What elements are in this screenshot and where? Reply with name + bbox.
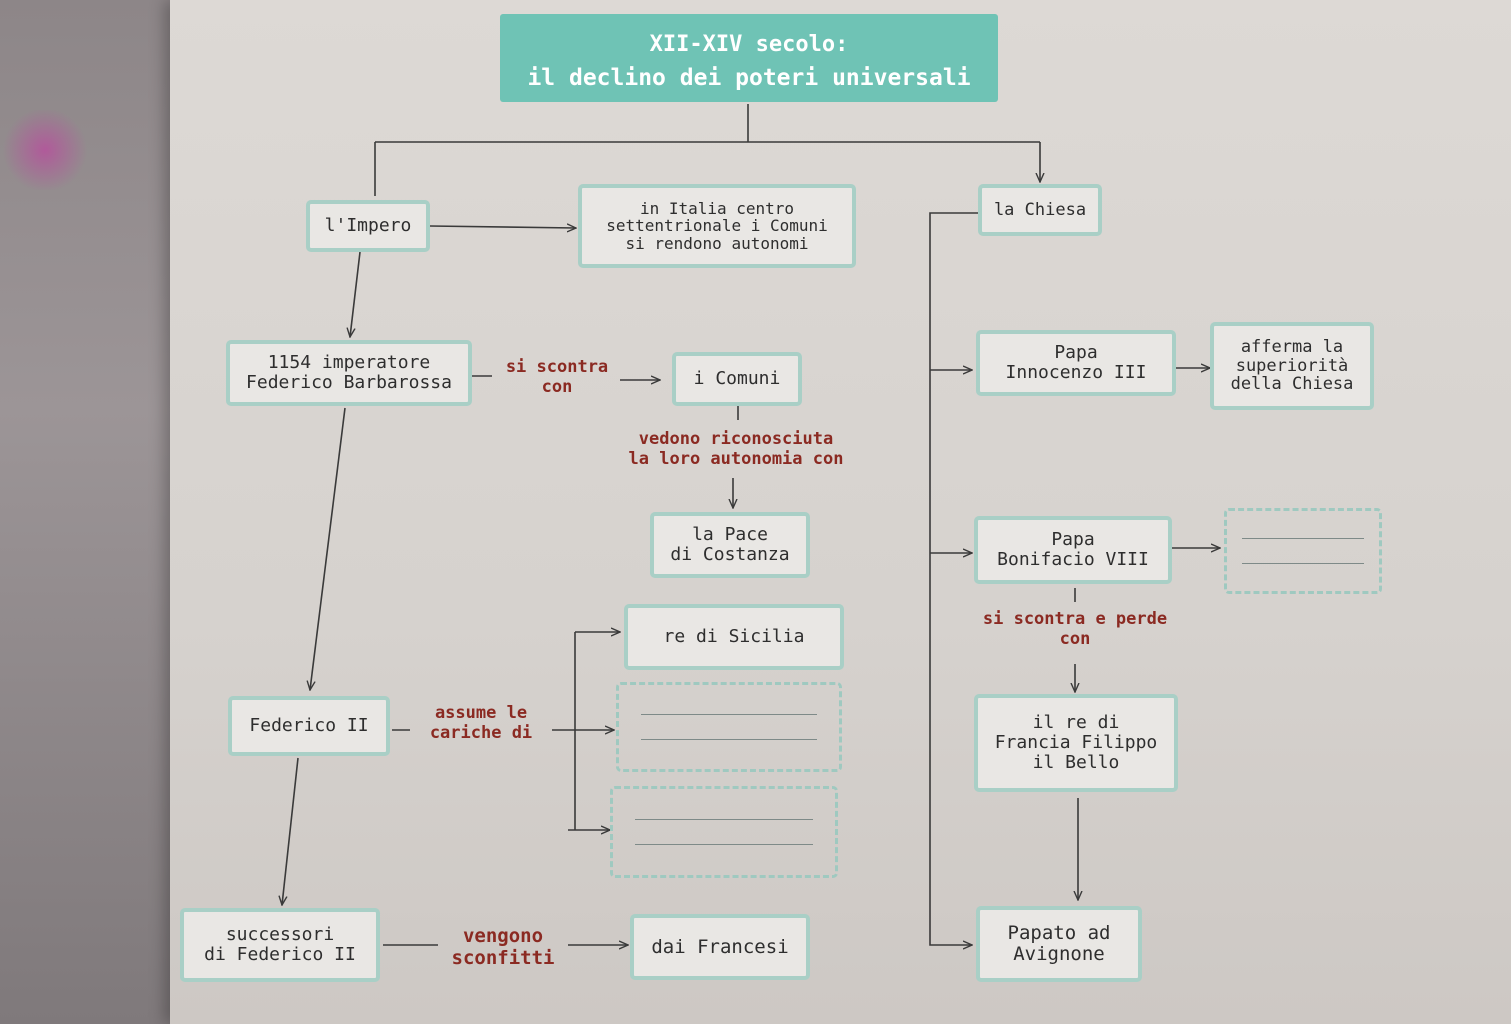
- blank-box-bonifacio[interactable]: [1224, 508, 1382, 594]
- relation-si-scontra-line1: si scontra: [505, 357, 609, 377]
- node-innocenzo-line1: Papa: [1054, 342, 1098, 364]
- node-barbarossa: 1154 imperatore Federico Barbarossa: [226, 340, 472, 406]
- node-avignone-line2: Avignone: [1013, 943, 1105, 965]
- title-subject: il declino dei poteri universali: [527, 65, 971, 91]
- node-successori: successori di Federico II: [180, 908, 380, 982]
- node-pace-line2: di Costanza: [670, 544, 790, 565]
- title-banner: XII-XIV secolo: il declino dei poteri un…: [500, 14, 998, 102]
- relation-vengono-line1: vengono: [462, 925, 544, 947]
- node-avignone-line1: Papato ad: [1007, 922, 1111, 945]
- blank-box-cariche-2[interactable]: [610, 786, 838, 878]
- node-comuni-autonomi-line3: si rendono autonomi: [625, 233, 809, 253]
- node-innocenzo-line2: Innocenzo III: [1005, 362, 1147, 383]
- node-re-francia-line2: Francia Filippo: [994, 732, 1158, 754]
- node-chiesa: la Chiesa: [978, 184, 1102, 236]
- node-francesi-text: dai Francesi: [651, 935, 789, 958]
- relation-vedono: vedono riconosciuta la loro autonomia co…: [596, 429, 876, 469]
- node-barbarossa-line1: 1154 imperatore: [267, 352, 431, 374]
- node-successori-line2: di Federico II: [204, 944, 356, 965]
- relation-assume-line1: assume le: [434, 703, 528, 723]
- node-bonifacio-line2: Bonifacio VIII: [997, 549, 1149, 570]
- blank-box-cariche-1[interactable]: [616, 682, 842, 772]
- node-comuni-text: i Comuni: [693, 368, 781, 390]
- node-chiesa-text: la Chiesa: [993, 199, 1087, 220]
- relation-assume-line2: cariche di: [429, 722, 533, 743]
- node-re-sicilia-text: re di Sicilia: [663, 626, 805, 648]
- node-bonifacio: Papa Bonifacio VIII: [974, 516, 1172, 584]
- relation-si-scontra-perde-line2: con: [1059, 628, 1091, 649]
- node-francesi: dai Francesi: [630, 914, 810, 980]
- node-successori-line1: successori: [225, 924, 335, 946]
- node-impero-text: l'Impero: [324, 215, 412, 237]
- node-comuni-autonomi: in Italia centro settentrionale i Comuni…: [578, 184, 856, 268]
- blank-line: [635, 844, 813, 845]
- node-afferma-line1: afferma la: [1240, 336, 1344, 357]
- node-re-francia-line1: il re di: [1032, 712, 1120, 734]
- relation-vedono-line1: vedono riconosciuta: [638, 429, 834, 449]
- node-comuni: i Comuni: [672, 352, 802, 406]
- relation-si-scontra: si scontra con: [494, 357, 620, 397]
- node-comuni-autonomi-line1: in Italia centro: [639, 198, 795, 218]
- relation-si-scontra-perde-line1: si scontra e perde: [982, 609, 1168, 629]
- blank-line: [1242, 563, 1364, 564]
- relation-si-scontra-perde: si scontra e perde con: [950, 609, 1200, 649]
- node-afferma-line3: della Chiesa: [1230, 374, 1354, 395]
- blank-line: [641, 714, 817, 715]
- relation-vengono: vengono sconfitti: [438, 925, 568, 970]
- node-federico-ii-text: Federico II: [249, 715, 369, 737]
- node-barbarossa-line2: Federico Barbarossa: [246, 372, 452, 393]
- relation-vengono-line2: sconfitti: [451, 946, 555, 969]
- relation-vedono-line2: la loro autonomia con: [628, 448, 844, 469]
- node-avignone: Papato ad Avignone: [976, 906, 1142, 982]
- blank-line: [635, 819, 813, 820]
- relation-si-scontra-line2: con: [541, 376, 573, 397]
- blank-line: [641, 739, 817, 740]
- title-period: XII-XIV secolo:: [649, 32, 849, 57]
- node-re-francia-line3: il Bello: [1032, 751, 1120, 773]
- blank-line: [1242, 538, 1364, 539]
- node-afferma: afferma la superiorità della Chiesa: [1210, 322, 1374, 410]
- node-impero: l'Impero: [306, 200, 430, 252]
- node-comuni-autonomi-line2: settentrionale i Comuni: [606, 216, 828, 236]
- node-pace-costanza: la Pace di Costanza: [650, 512, 810, 578]
- node-re-sicilia: re di Sicilia: [624, 604, 844, 670]
- node-afferma-line2: superiorità: [1235, 355, 1349, 376]
- node-bonifacio-line1: Papa: [1051, 529, 1095, 551]
- relation-assume: assume le cariche di: [410, 703, 552, 743]
- node-pace-line1: la Pace: [692, 524, 768, 546]
- node-innocenzo: Papa Innocenzo III: [976, 330, 1176, 396]
- node-federico-ii: Federico II: [228, 696, 390, 756]
- node-re-francia: il re di Francia Filippo il Bello: [974, 694, 1178, 792]
- book-page: [170, 0, 1511, 1024]
